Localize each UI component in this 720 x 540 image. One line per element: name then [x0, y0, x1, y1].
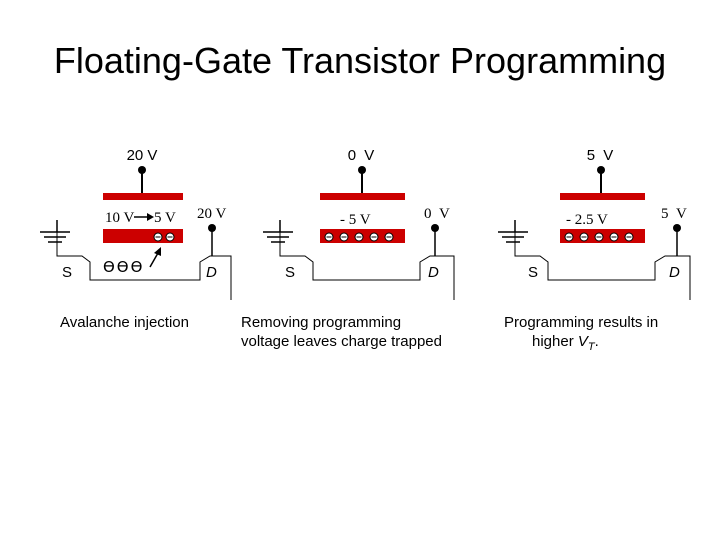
panel1-gate-terminal-dot	[138, 166, 146, 174]
panel2-control-gate	[320, 193, 405, 200]
panel2-trapped-electron	[339, 232, 349, 242]
slide-title: Floating-Gate Transistor Programming	[53, 40, 667, 81]
panel3-drain-voltage: 5 V	[661, 206, 689, 222]
panel1-arrow-icon	[134, 213, 154, 221]
panel2-gate-voltage: 0 V	[348, 147, 377, 164]
panel1-drain-label: D	[206, 264, 217, 281]
panel3-caption-text: higher	[532, 333, 578, 350]
panel1-source-label: S	[62, 264, 72, 281]
panel3-trapped-electron	[564, 232, 574, 242]
panel3-caption-end: .	[594, 333, 599, 350]
panel2-caption-line: Removing programming	[241, 314, 402, 331]
panel-higher-threshold: 5 V - 2.5 V 5 V S D	[498, 147, 691, 300]
panel-avalanche-injection: 20 V 10 V 5 V 20 V S D ӨӨӨ	[40, 147, 232, 300]
panel1-trapped-electron	[153, 232, 163, 242]
panel1-ground-icon	[40, 220, 70, 243]
panel3-drain-label: D	[669, 264, 680, 281]
panel2-caption: Removing programming voltage leaves char…	[241, 313, 442, 351]
panel2-trapped-electron	[324, 232, 334, 242]
panel2-trapped-electron	[354, 232, 364, 242]
panel1-floating-gate-voltage-after: 5 V	[154, 210, 176, 226]
panel2-source-label: S	[285, 264, 295, 281]
panel1-electrons: ӨӨӨ	[103, 258, 144, 276]
panel3-gate-terminal-dot	[597, 166, 605, 174]
panel2-drain-terminal-dot	[431, 224, 439, 232]
panel1-control-gate	[103, 193, 183, 200]
panel3-source-label: S	[528, 264, 538, 281]
panel3-trapped-electron	[579, 232, 589, 242]
panel3-caption: Programming results in higher VT.	[504, 313, 658, 357]
panel1-substrate-outline	[56, 232, 232, 300]
panel2-ground-icon	[263, 220, 293, 243]
panel3-caption-symbol: V	[577, 333, 588, 350]
panel2-trapped-electron	[384, 232, 394, 242]
panel2-gate-terminal-dot	[358, 166, 366, 174]
panel3-ground-icon	[498, 220, 528, 243]
panel1-trapped-electron	[165, 232, 175, 242]
panel2-drain-label: D	[428, 264, 439, 281]
panel3-trapped-electron	[594, 232, 604, 242]
panel1-injection-arrow-icon	[149, 247, 161, 268]
panel3-caption-subscript: T	[587, 341, 595, 353]
panel3-floating-gate-voltage: - 2.5 V	[566, 212, 608, 228]
panel3-caption-line: Programming results in	[504, 314, 659, 331]
panel1-gate-voltage: 20 V	[127, 147, 158, 164]
panel3-caption-line: higher VT.	[504, 332, 658, 357]
panel1-drain-terminal-dot	[208, 224, 216, 232]
panel3-control-gate	[560, 193, 645, 200]
panel3-drain-terminal-dot	[673, 224, 681, 232]
panel2-substrate-outline	[279, 232, 455, 300]
panel-charge-trapped: 0 V - 5 V 0 V S D	[263, 147, 455, 300]
panel2-drain-voltage: 0 V	[424, 206, 452, 222]
panel1-floating-gate	[103, 229, 183, 243]
panel3-gate-voltage: 5 V	[587, 147, 616, 164]
panel3-trapped-electron	[624, 232, 634, 242]
panel3-trapped-electron	[609, 232, 619, 242]
panel2-floating-gate-voltage: - 5 V	[340, 212, 371, 228]
panel1-floating-gate-voltage: 10 V	[105, 210, 134, 226]
panel1-drain-voltage: 20 V	[197, 206, 226, 222]
panel1-caption: Avalanche injection	[60, 314, 189, 331]
panel3-substrate-outline	[514, 232, 691, 300]
panel2-caption-line: voltage leaves charge trapped	[241, 333, 442, 350]
panel2-trapped-electron	[369, 232, 379, 242]
